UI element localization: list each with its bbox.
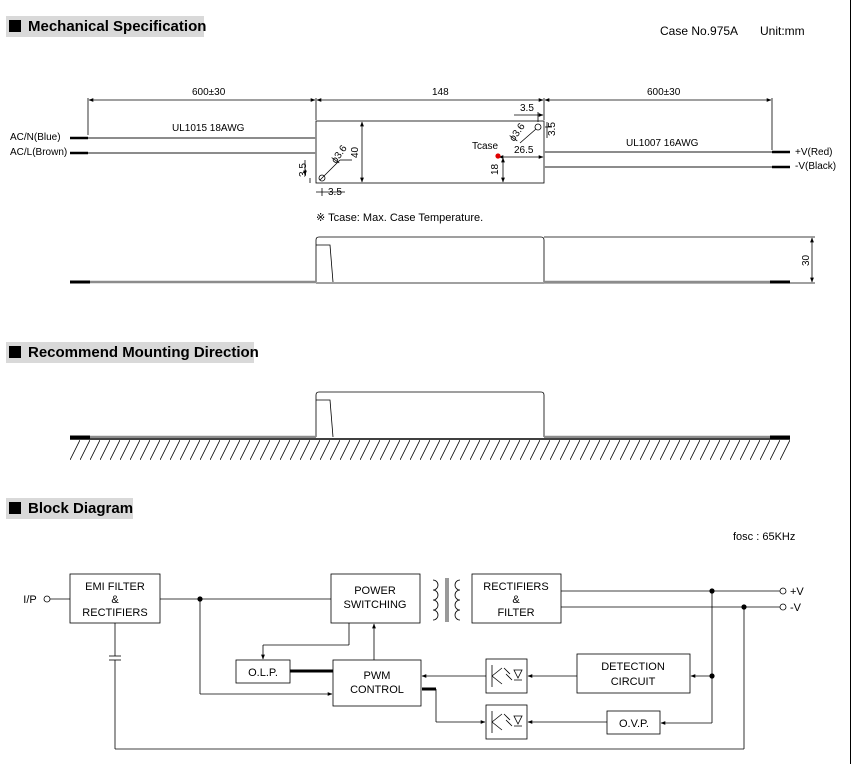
section-mounting-direction: Recommend Mounting Direction (6, 342, 259, 363)
detection-label-1: DETECTION (601, 661, 665, 673)
power-switching-label-2: SWITCHING (344, 599, 407, 611)
section-title-text: Recommend Mounting Direction (28, 344, 259, 361)
ovp-box (606, 710, 661, 735)
detection-label-2: CIRCUIT (611, 676, 656, 688)
side-view (315, 236, 815, 284)
wire-right-spec: UL1007 16AWG (626, 138, 699, 149)
case-number: Case No.975A (660, 24, 738, 38)
dim-left-wire-length: 600±30 (192, 87, 226, 98)
section-bullet-icon (9, 20, 21, 32)
dim-hole-diameter-right: ϕ3.6 (507, 121, 527, 144)
output-negative-label: -V (790, 602, 802, 614)
dim-hole-offset-left: 3.5 (298, 163, 309, 177)
optocoupler-2 (485, 704, 528, 740)
section-bullet-icon (9, 346, 21, 358)
dim-right-wire-length: 600±30 (647, 87, 681, 98)
pwm-label-1: PWM (364, 670, 391, 682)
section-title-text: Mechanical Specification (28, 18, 207, 35)
rectifiers-label-3: FILTER (497, 607, 534, 619)
label-v-positive: +V(Red) (795, 147, 833, 158)
dim-tcase-height: 18 (490, 163, 501, 175)
dim-hole-diameter-left: ϕ3.6 (329, 143, 349, 166)
ovp-label: O.V.P. (619, 718, 649, 730)
dim-hole-offset-bottom: 3.5 (328, 187, 342, 198)
emi-label-3: RECTIFIERS (82, 607, 147, 619)
mounting-view (315, 391, 545, 438)
block-diagram (43, 573, 787, 750)
label-ac-l: AC/L(Brown) (10, 147, 67, 158)
rectifiers-label-1: RECTIFIERS (483, 581, 548, 593)
dim-case-width: 40 (350, 146, 361, 158)
dim-tcase-offset: 26.5 (514, 145, 534, 156)
dim-case-height: 30 (801, 254, 812, 266)
section-mechanical-specification: Mechanical Specification (6, 16, 207, 37)
output-positive-label: +V (790, 586, 804, 598)
dim-hole-offset-top: 3.5 (520, 103, 534, 114)
olp-label: O.L.P. (248, 667, 278, 679)
pwm-control-box (332, 659, 422, 707)
label-ac-n: AC/N(Blue) (10, 132, 61, 143)
tcase-point-icon (495, 153, 501, 159)
dim-case-length: 148 (432, 87, 449, 98)
rectifiers-label-2: & (512, 594, 520, 606)
emi-label-2: & (111, 594, 119, 606)
input-label: I/P (23, 594, 36, 606)
tcase-note: ※ Tcase: Max. Case Temperature. (316, 212, 483, 224)
mounting-surface-hatch (70, 440, 790, 460)
wires-top (70, 136, 790, 169)
tcase-label: Tcase (472, 141, 499, 152)
detection-circuit-box (576, 653, 691, 694)
section-block-diagram: Block Diagram (6, 498, 133, 519)
rectifiers-filter-box (471, 573, 562, 624)
power-switching-label-1: POWER (354, 585, 396, 597)
dim-hole-offset-side: 3.5 (547, 122, 558, 136)
emi-label-1: EMI FILTER (85, 581, 145, 593)
unit-label: Unit:mm (760, 24, 805, 38)
power-switching-box (330, 573, 421, 624)
label-v-negative: -V(Black) (795, 161, 836, 172)
section-bullet-icon (9, 502, 21, 514)
fosc-label: fosc : 65KHz (733, 531, 795, 543)
pwm-label-2: CONTROL (350, 684, 404, 696)
wire-left-spec: UL1015 18AWG (172, 123, 245, 134)
section-title-text: Block Diagram (28, 500, 134, 517)
